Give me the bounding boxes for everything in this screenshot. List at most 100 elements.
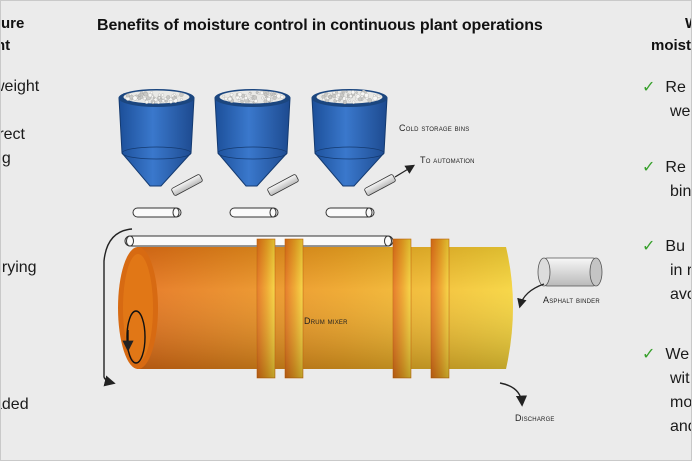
- left-title-line-1: ture: [0, 15, 25, 32]
- aggregate-pebble: [143, 92, 148, 97]
- aggregate-pebble: [227, 96, 233, 102]
- aggregate-pebble: [250, 99, 254, 103]
- aggregate-pebble: [367, 98, 372, 103]
- aggregate-pebble: [373, 94, 376, 97]
- aggregate-pebble: [342, 100, 347, 105]
- aggregate-pebble: [248, 92, 251, 96]
- right-item-4-line-1: We: [665, 346, 690, 363]
- aggregate-pebble: [263, 92, 268, 97]
- aggregate-pebble: [148, 93, 153, 98]
- aggregate-pebble: [237, 92, 243, 97]
- right-item-2: ✓Re bin: [642, 155, 691, 204]
- aggregate-pebble: [377, 94, 381, 98]
- right-item-4: ✓ We wit mo and: [642, 342, 692, 439]
- aggregate-pebble: [229, 92, 234, 97]
- aggregate-pebble: [360, 95, 364, 98]
- aggregate-pebble: [348, 94, 353, 98]
- aggregate-pebble: [276, 93, 282, 99]
- aggregate-pebble: [328, 95, 333, 99]
- right-item-4-line-2: wit: [670, 370, 690, 387]
- feed-arrow: [103, 228, 133, 387]
- aggregate-pebble: [253, 99, 258, 104]
- left-item-4: aded: [1, 393, 29, 417]
- aggregate-pebble: [161, 93, 165, 97]
- asphalt-binder-tank: [537, 257, 603, 287]
- aggregate-pebble: [252, 95, 257, 100]
- left-item-1-line-1: weight: [1, 78, 40, 95]
- automation-arrow: [394, 164, 416, 178]
- right-item-3-line-1: Bu: [665, 238, 685, 255]
- aggregate-pebble: [372, 95, 378, 101]
- aggregate-pebble: [152, 96, 156, 100]
- left-item-1: weight: [1, 75, 40, 99]
- right-column-title: W moist: [651, 13, 692, 57]
- aggregate-pebble: [179, 92, 184, 97]
- rotation-arrow-icon: [122, 310, 146, 364]
- aggregate-pebble: [169, 100, 173, 104]
- aggregate-pebble: [249, 95, 253, 98]
- check-icon: ✓: [642, 157, 656, 176]
- aggregate-pebble: [143, 96, 147, 101]
- automation-label: To automation: [420, 155, 475, 165]
- binder-arrow: [517, 283, 545, 309]
- aggregate-pebble: [144, 99, 149, 104]
- aggregate-pebble: [139, 95, 144, 99]
- cold-storage-bins-label: Cold storage bins: [399, 123, 470, 133]
- aggregate-pebble: [164, 99, 168, 103]
- aggregate-pebble: [350, 90, 356, 95]
- check-icon: ✓: [642, 77, 656, 96]
- aggregate-pebble: [173, 93, 176, 96]
- aggregate-pebble: [166, 95, 171, 100]
- right-title-line-2: moist: [651, 37, 692, 54]
- aggregate-pebble: [348, 99, 352, 103]
- aggregate-pebble: [351, 100, 356, 104]
- aggregate-pebble: [255, 91, 259, 94]
- left-item-3: drying: [1, 256, 37, 280]
- check-icon: ✓: [642, 344, 656, 363]
- right-item-4-line-3: mo: [670, 394, 692, 411]
- aggregate-pebble: [243, 101, 246, 104]
- right-item-1-line-1: Re: [665, 79, 686, 96]
- aggregate-pebble: [161, 99, 165, 103]
- aggregate-pebble: [261, 96, 264, 100]
- drum-mixer-label: Drum mixer: [304, 316, 348, 326]
- diagram-title: Benefits of moisture control in continuo…: [97, 17, 543, 34]
- aggregate-pebble: [335, 90, 339, 94]
- aggregate-pebble: [125, 93, 130, 98]
- aggregate-pebble: [140, 91, 144, 95]
- cold-storage-bin-1: [118, 89, 195, 187]
- right-item-1: ✓Re we: [642, 75, 690, 124]
- aggregate-pebble: [263, 99, 268, 104]
- left-item-3-line-1: drying: [1, 259, 37, 276]
- aggregate-pebble: [180, 98, 183, 101]
- right-item-4-line-4: and: [670, 418, 691, 435]
- aggregate-pebble: [224, 96, 228, 101]
- aggregate-pebble: [222, 94, 226, 98]
- left-item-2-line-1: rrect: [1, 126, 25, 143]
- check-icon: ✓: [642, 236, 656, 255]
- aggregate-pebble: [269, 92, 274, 96]
- aggregate-pebble: [345, 97, 349, 101]
- aggregate-pebble: [138, 93, 141, 97]
- drum-mixer: [118, 238, 513, 379]
- left-column-title: ture nt: [0, 13, 25, 57]
- aggregate-pebble: [355, 91, 358, 94]
- aggregate-pebble: [364, 93, 369, 98]
- aggregate-pebble: [360, 91, 365, 97]
- left-title-line-2: nt: [1, 37, 11, 54]
- aggregate-pebble: [332, 91, 336, 95]
- aggregate-pebble: [172, 96, 176, 100]
- aggregate-pebble: [176, 94, 179, 98]
- aggregate-pebble: [237, 99, 241, 102]
- right-item-2-line-1: Re: [665, 159, 686, 176]
- aggregate-pebble: [266, 97, 271, 102]
- aggregate-pebble: [272, 95, 277, 100]
- asphalt-binder-label: Asphalt binder: [543, 295, 600, 305]
- right-item-3: ✓Bu in r avo: [642, 234, 691, 307]
- aggregate-pebble: [158, 96, 161, 100]
- aggregate-pebble: [259, 91, 264, 95]
- aggregate-pebble: [157, 93, 161, 97]
- discharge-arrow: [499, 382, 528, 407]
